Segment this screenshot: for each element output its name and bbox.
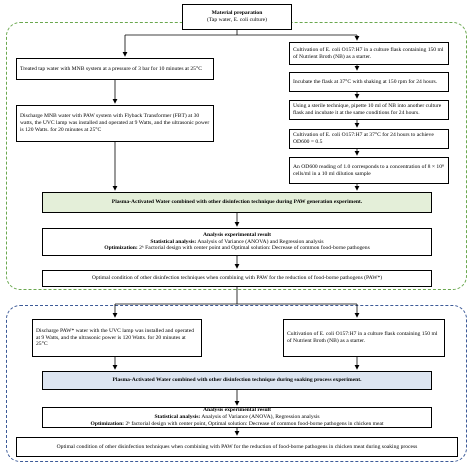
incubate-text: Incubate the flask at 37°C with shaking … xyxy=(293,78,438,85)
analysis2-stat-text: Analysis of Variance (ANOVA), Regression… xyxy=(200,414,320,421)
phase2-region xyxy=(6,305,467,462)
cultivation-od-text: Cultivation of E. coli O157:H7 at 37°C f… xyxy=(293,132,434,145)
paw-discharge-text: Discharge MNB water with PAW system with… xyxy=(20,113,210,133)
mnb-treatment-box: Treated tap water with MNB system at a p… xyxy=(16,58,214,80)
cultivation-od-box: Cultivation of E. coli O157:H7 at 37°C f… xyxy=(289,129,449,149)
paw-star-discharge-box: Discharge PAW* water with the UVC lamp w… xyxy=(32,319,202,357)
analysis2-box: Analysis experimental result Statistical… xyxy=(42,407,432,428)
material-subtitle: (Tap water, E. coli culture) xyxy=(207,17,267,23)
material-preparation-box: Material preparation (Tap water, E. coli… xyxy=(182,4,292,30)
incubate-box: Incubate the flask at 37°C with shaking … xyxy=(289,72,449,92)
soaking-combined-box: Plasma-Activated Water combined with oth… xyxy=(42,371,432,390)
ecoli-cultivation-box: Cultivation of E. coli O157:H7 in a cult… xyxy=(289,42,449,65)
analysis2-opt-text: 2ᵏ factorial design with center point, O… xyxy=(124,420,384,427)
transfer-box: Using a sterile technique, pipette 10 ml… xyxy=(289,100,449,120)
paw-generation-combined-text: Plasma-Activated Water combined with oth… xyxy=(111,199,363,206)
analysis2-stat-label: Statistical analysis: xyxy=(154,414,201,421)
analysis2-title: Analysis experimental result xyxy=(203,407,271,414)
optimal1-text: Optimal condition of other disinfection … xyxy=(91,275,383,282)
ecoli-cultivation-text: Cultivation of E. coli O157:H7 in a cult… xyxy=(293,46,444,60)
soaking-combined-text: Plasma-Activated Water combined with oth… xyxy=(112,377,362,384)
analysis1-opt-text: 2ᵏ Factorial design with center point an… xyxy=(137,245,370,252)
paw-star-discharge-text: Discharge PAW* water with the UVC lamp w… xyxy=(36,327,195,348)
od-reading-text: An OD600 reading of 1.0 corresponds to a… xyxy=(293,163,444,177)
analysis1-stat-label: Statistical analysis: xyxy=(150,238,197,245)
optimal2-box: Optimal condition of other disinfection … xyxy=(16,437,458,457)
od-reading-box: An OD600 reading of 1.0 corresponds to a… xyxy=(289,157,449,184)
paw-generation-combined-box: Plasma-Activated Water combined with oth… xyxy=(42,192,432,213)
analysis1-title: Analysis experimental result xyxy=(203,231,271,238)
mnb-treatment-text: Treated tap water with MNB system at a p… xyxy=(20,65,202,72)
transfer-text: Using a sterile technique, pipette 10 ml… xyxy=(293,103,442,116)
material-title: Material preparation xyxy=(211,10,263,17)
ecoli-cultivation2-text: Cultivation of E. coli O157:H7 in a cult… xyxy=(287,331,438,344)
analysis1-box: Analysis experimental result Statistical… xyxy=(42,228,432,256)
paw-discharge-box: Discharge MNB water with PAW system with… xyxy=(16,105,214,142)
ecoli-cultivation2-box: Cultivation of E. coli O157:H7 in a cult… xyxy=(283,319,445,357)
optimal2-text: Optimal condition of other disinfection … xyxy=(56,443,418,450)
analysis1-opt-label: Optimization: xyxy=(104,245,138,252)
analysis2-opt-label: Optimization: xyxy=(90,420,125,427)
analysis1-stat-text: Analysis of Variance (ANOVA) and Regress… xyxy=(196,238,324,245)
optimal1-box: Optimal condition of other disinfection … xyxy=(42,270,432,287)
